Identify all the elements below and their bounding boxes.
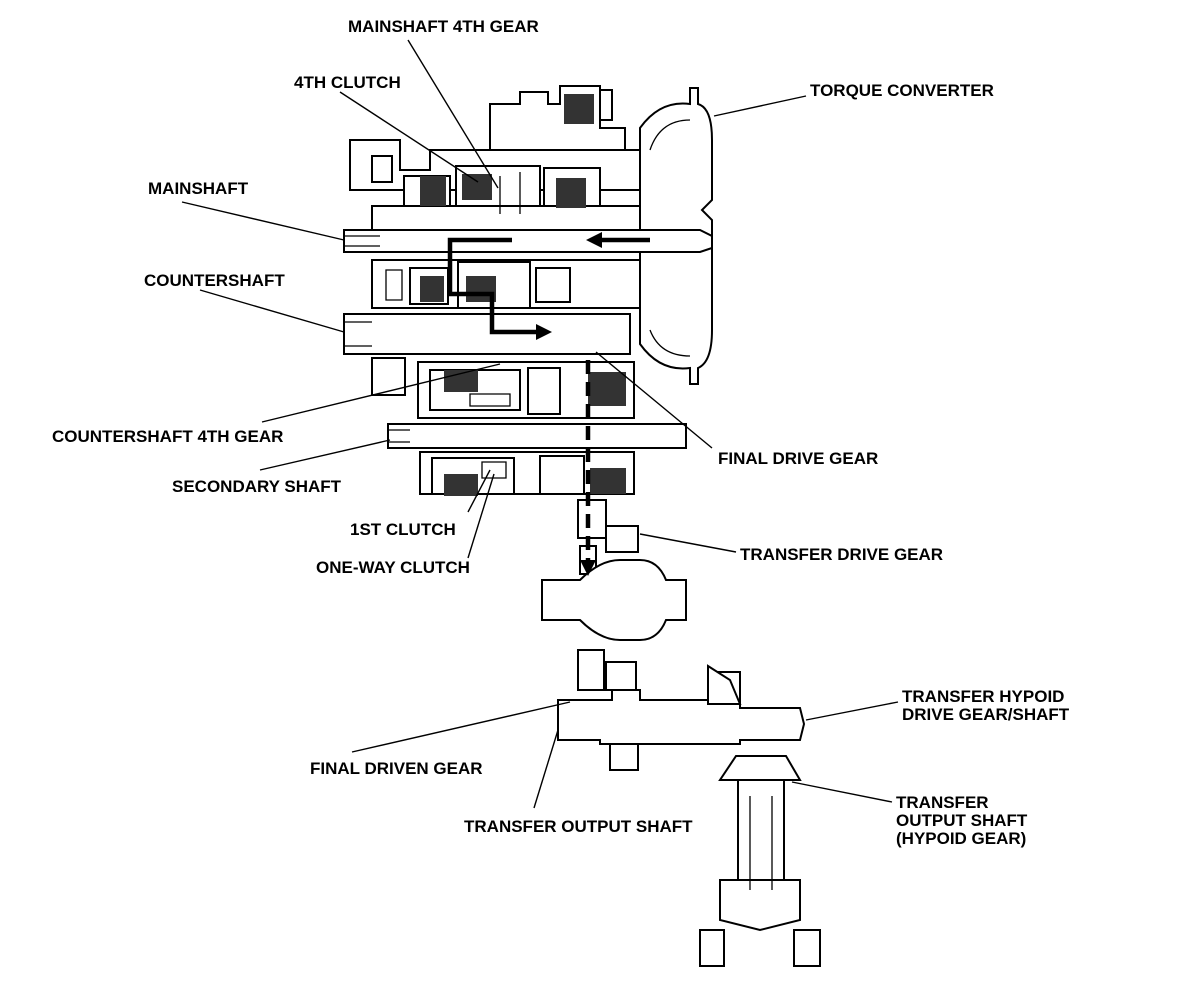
transfer-section	[541, 499, 687, 691]
label-final-drive-gear: FINAL DRIVE GEAR	[718, 449, 878, 468]
label-mainshaft: MAINSHAFT	[148, 179, 249, 198]
label-transfer-output-line3: (HYPOID GEAR)	[896, 829, 1026, 848]
middle-gear-clusters	[371, 259, 641, 309]
bottom-gear-clusters	[419, 451, 635, 496]
label-secondary-shaft: SECONDARY SHAFT	[172, 477, 342, 496]
mainshaft	[343, 229, 713, 253]
flow-arrowhead-down	[580, 560, 596, 576]
label-mainshaft-4th-gear: MAINSHAFT 4TH GEAR	[348, 17, 539, 36]
label-one-way-clutch: ONE-WAY CLUTCH	[316, 558, 470, 577]
label-torque-converter: TORQUE CONVERTER	[810, 81, 994, 100]
label-4th-clutch: 4TH CLUTCH	[294, 73, 401, 92]
callout-labels: MAINSHAFT 4TH GEAR 4TH CLUTCH TORQUE CON…	[52, 17, 1070, 848]
label-countershaft-4th-gear: COUNTERSHAFT 4TH GEAR	[52, 427, 283, 446]
label-1st-clutch: 1ST CLUTCH	[350, 520, 456, 539]
flow-arrowhead-right	[536, 324, 552, 340]
label-transfer-output-line2: OUTPUT SHAFT	[896, 811, 1028, 830]
lower-gear-clusters	[371, 357, 635, 419]
label-countershaft: COUNTERSHAFT	[144, 271, 285, 290]
power-flow-through-4th-clutch	[447, 237, 536, 335]
label-transfer-output-shaft: TRANSFER OUTPUT SHAFT	[464, 817, 693, 836]
secondary-shaft	[387, 423, 687, 449]
leader-lines	[181, 39, 899, 809]
label-transfer-output-line1: TRANSFER	[896, 793, 989, 812]
power-flow-path	[447, 232, 650, 576]
countershaft	[343, 313, 631, 355]
label-transfer-hypoid-line1: TRANSFER HYPOID	[902, 687, 1064, 706]
label-transfer-hypoid-line2: DRIVE GEAR/SHAFT	[902, 705, 1070, 724]
label-final-driven-gear: FINAL DRIVEN GEAR	[310, 759, 483, 778]
upper-gear-clusters	[349, 85, 641, 233]
transfer-hypoid-assembly	[557, 664, 821, 967]
label-transfer-drive-gear: TRANSFER DRIVE GEAR	[740, 545, 943, 564]
flow-arrowhead-left	[586, 232, 602, 248]
